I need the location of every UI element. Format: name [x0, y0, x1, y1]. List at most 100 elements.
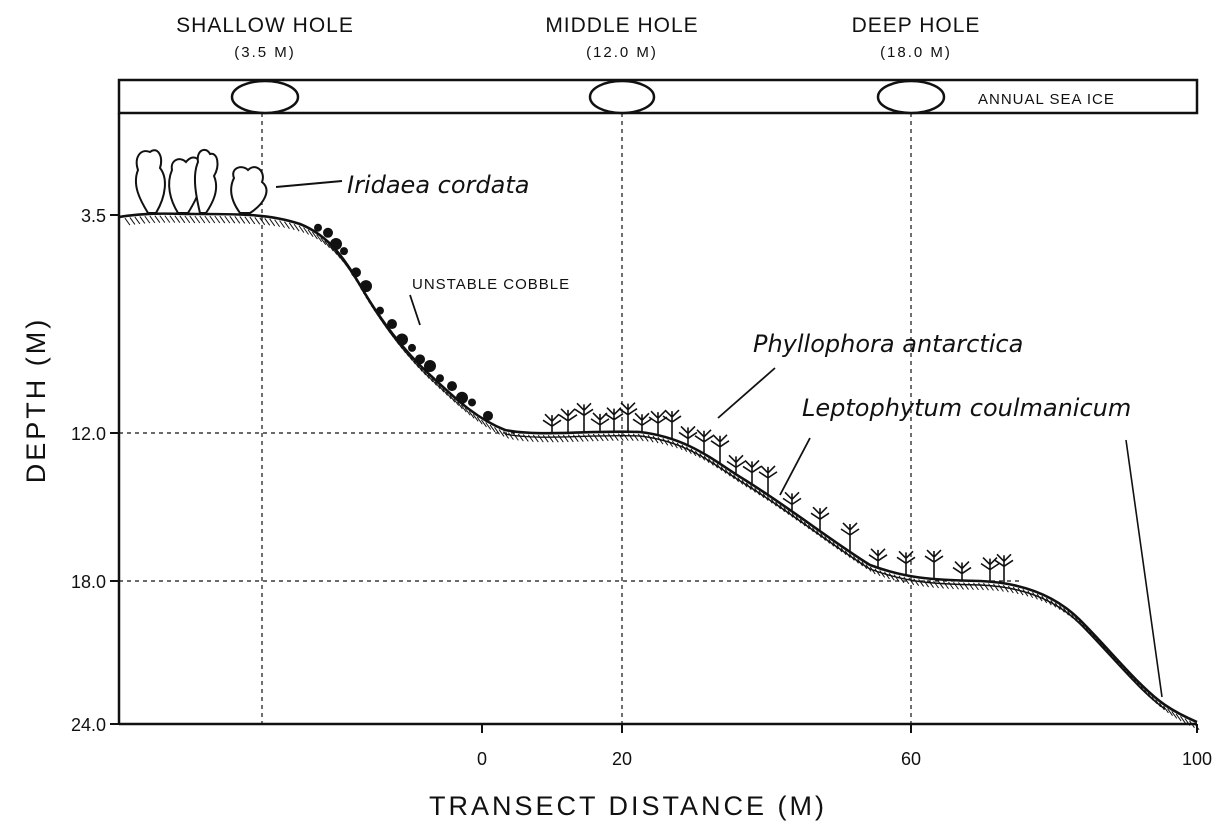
hatch-mark — [602, 433, 609, 442]
hatch-mark — [249, 216, 256, 225]
hatch-mark — [943, 581, 949, 590]
leptophytum-pointer-b — [1125, 439, 1163, 698]
hatch-mark — [993, 583, 999, 592]
hatch-mark — [124, 217, 131, 226]
hatch-mark — [720, 466, 727, 474]
hatch-mark — [667, 439, 674, 447]
phyllophora-thalli — [542, 402, 1014, 583]
hatch-mark — [1082, 624, 1088, 632]
hatch-mark — [657, 436, 664, 445]
hatch-mark — [409, 356, 416, 365]
hatch-mark — [869, 566, 876, 575]
hatch-mark — [442, 388, 448, 396]
hatch-mark — [1163, 705, 1169, 714]
leptophytum-pointer-a — [779, 437, 811, 496]
hatch-mark — [427, 374, 434, 383]
phyllophora-thallus — [574, 402, 594, 432]
y-axis-title: DEPTH (M) — [21, 317, 51, 483]
hatch-mark — [489, 424, 496, 433]
hatch-mark — [1109, 653, 1116, 661]
hatch-mark — [327, 243, 334, 252]
hatch-mark — [1002, 584, 1009, 593]
hatch-mark — [694, 450, 701, 459]
hatch-mark — [179, 215, 186, 224]
cobble-stone — [387, 319, 397, 330]
phyllophora-thallus — [980, 557, 1000, 581]
hatch-mark — [733, 474, 739, 483]
hatch-mark — [214, 215, 221, 224]
cobble-pointer — [409, 294, 421, 326]
phyllophora-thallus — [604, 407, 624, 431]
hatch-mark — [1184, 718, 1191, 726]
hatch-mark — [1095, 638, 1102, 647]
hatch-mark — [612, 433, 619, 441]
cobble-stone — [340, 247, 348, 256]
cobble-stone — [408, 343, 416, 352]
hatch-mark — [1155, 699, 1161, 708]
hatch-mark — [844, 550, 851, 558]
hatch-mark — [903, 576, 910, 585]
phyllophora-label: Phyllophora antarctica — [753, 330, 1023, 358]
hatch-mark — [622, 433, 629, 441]
y-tick-label: 18.0 — [71, 572, 106, 592]
hatch-mark — [737, 477, 744, 485]
hatch-mark — [795, 515, 802, 524]
hatch-mark — [690, 448, 697, 457]
hatch-mark — [312, 231, 318, 240]
hatch-mark — [174, 215, 181, 223]
phyllophora-thallus — [632, 412, 652, 432]
phyllophora-thallus — [662, 409, 682, 439]
cobble-stone — [351, 267, 361, 278]
cobble-stone — [376, 306, 384, 315]
hatch-mark — [637, 433, 644, 442]
cobble-stone — [415, 354, 425, 365]
hatch-mark — [303, 227, 309, 235]
hatch-mark — [284, 221, 290, 229]
hatch-mark — [567, 434, 574, 443]
hatch-mark — [968, 582, 974, 591]
hatch-mark — [413, 360, 420, 369]
hatch-mark — [512, 433, 519, 441]
hatch-mark — [728, 471, 735, 480]
hatch-mark — [1007, 585, 1014, 594]
phyllophora-thallus — [742, 459, 762, 484]
hatch-mark — [958, 582, 964, 590]
hatch-mark — [229, 215, 236, 224]
hatch-mark — [532, 434, 539, 443]
hatch-mark — [324, 240, 331, 249]
cobble-stones — [314, 223, 493, 421]
hatch-mark — [572, 434, 579, 442]
hatch-mark — [1058, 605, 1065, 613]
hatch-mark — [1180, 716, 1186, 724]
x-tick-label: 0 — [477, 749, 487, 769]
hatch-mark — [184, 215, 191, 224]
phyllophora-thallus — [590, 412, 610, 431]
hatch-mark — [1143, 689, 1150, 698]
hatch-mark — [1159, 702, 1165, 711]
hatch-mark — [279, 220, 285, 228]
x-tick-label: 60 — [901, 749, 921, 769]
hatch-mark — [1017, 587, 1024, 596]
hatch-mark — [1063, 607, 1069, 616]
hatch-mark — [978, 582, 984, 591]
phyllophora-thallus — [868, 548, 888, 567]
iridaea-label: Iridaea cordata — [347, 171, 529, 199]
hatch-mark — [685, 446, 692, 454]
hatch-mark — [933, 580, 939, 589]
cobble-stone — [360, 280, 372, 293]
ice-label: ANNUAL SEA ICE — [978, 91, 1115, 108]
hatch-mark — [416, 364, 423, 372]
hatch-mark — [149, 215, 156, 224]
hatch-mark — [750, 485, 756, 493]
phyllophora-thallus — [896, 550, 916, 575]
cobble-stone — [456, 391, 468, 404]
cobble-stone — [468, 398, 476, 407]
hatch-mark — [498, 429, 505, 437]
hatch-mark — [476, 416, 483, 425]
hatch-mark — [460, 404, 467, 413]
hatch-mark — [853, 556, 859, 564]
hatch-mark — [164, 215, 171, 223]
hatch-mark — [708, 458, 714, 466]
cobble-stone — [330, 238, 342, 251]
hatch-mark — [816, 530, 822, 538]
